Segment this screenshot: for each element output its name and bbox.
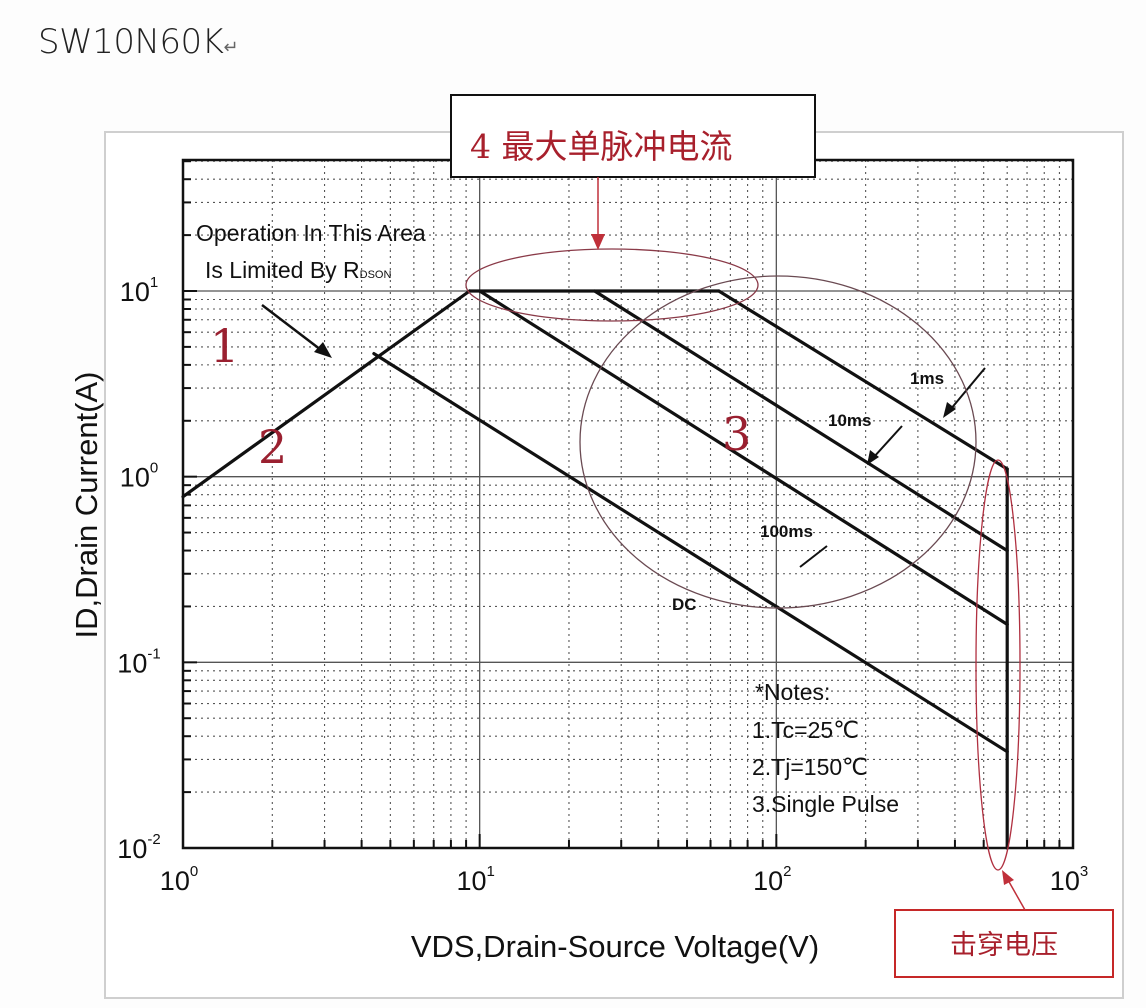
rdson-subscript: DSON [360,269,392,281]
rdson-note-line2: Is Limited By RDSON [205,257,391,283]
breakdown-arrow [1002,870,1026,911]
y-tick-label: 101 [120,274,158,307]
series-line-rdson [181,289,472,499]
y-tick-label: 10-1 [117,645,160,678]
y-axis-title: ID,Drain Current(A) [69,372,104,639]
series-line-10ms [592,289,1009,553]
grid [183,160,1073,848]
label-100ms: 100ms [760,522,813,541]
breakdown-voltage-box [894,909,1114,978]
marker-3: 3 [722,407,751,461]
rdson-arrow [261,304,332,358]
marker-2: 2 [258,420,287,474]
x-tick-label: 103 [1050,863,1088,896]
rdson-note-text: Is Limited By R [205,257,360,283]
chart-frame [104,131,1124,999]
series-line-dc [372,352,1009,754]
arrow-1ms [943,367,986,418]
breakdown-voltage-label: 击穿电压 [950,930,1058,961]
x-tick-label: 102 [753,863,791,896]
marker-1: 1 [210,319,239,373]
rdson-note-line1: Operation In This Area [196,220,426,246]
note-2: 2.Tj=150℃ [752,754,868,780]
notes-title: *Notes: [755,679,830,705]
series-line-1ms [717,289,1009,471]
max-pulse-current-label: 4 最大单脉冲电流 [470,127,733,166]
max-current-ellipse [465,248,759,322]
x-axis-title: VDS,Drain-Source Voltage(V) [411,929,819,964]
max-current-arrow [591,177,605,250]
axis-ticks: 100 101 102 103 10-2 10-1 100 101 [117,160,1088,896]
arrow-10ms [867,425,903,465]
y-tick-label: 10-2 [117,831,160,864]
page-title-text: SW10N60K [38,22,224,62]
return-mark-icon: ↵ [223,37,239,58]
label-dc: DC [672,595,697,614]
arrow-100ms [799,545,828,568]
pulse-region-ellipse [579,275,977,609]
breakdown-ellipse [975,459,1021,871]
page-title: SW10N60K↵ [38,22,239,62]
series-lines [181,289,1009,850]
note-1: 1.Tc=25℃ [752,717,859,743]
x-tick-label: 100 [160,863,198,896]
y-tick-label: 100 [120,460,158,493]
x-tick-label: 101 [456,863,494,896]
max-pulse-current-box [450,94,816,178]
label-10ms: 10ms [828,411,871,430]
label-1ms: 1ms [910,369,944,388]
note-3: 3.Single Pulse [752,791,899,817]
series-line-100ms [478,289,1009,627]
